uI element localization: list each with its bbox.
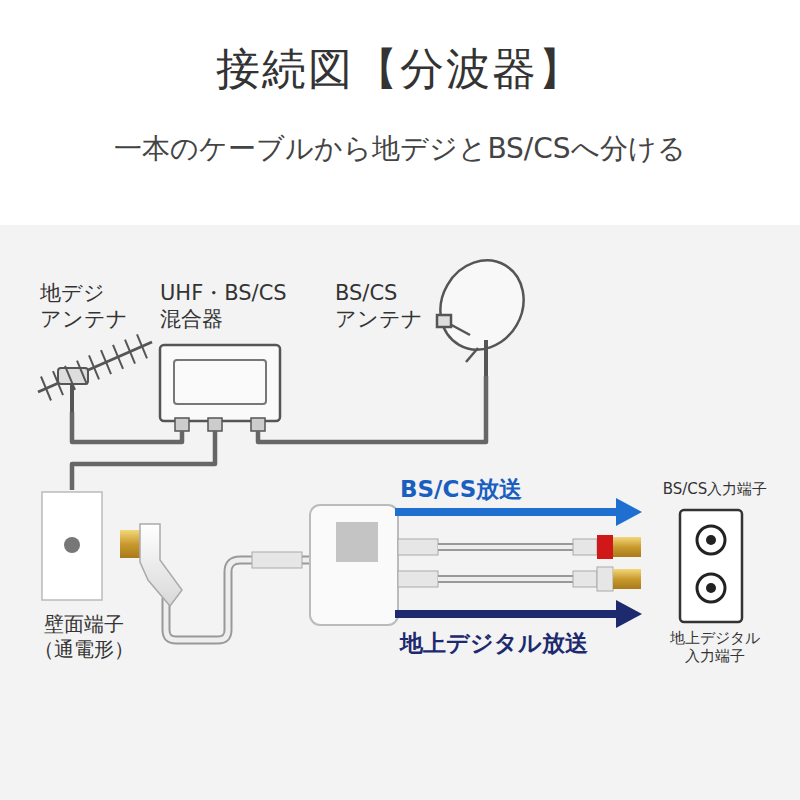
node-region: 壁面端子 （通電形）: [24, 490, 144, 662]
node-region: 地デジ アンテナ: [40, 280, 158, 412]
node-label: BS/CS アンテナ: [335, 280, 433, 333]
node-label: BS/CS入力端子: [663, 480, 768, 499]
ground: [0, 225, 800, 800]
terrestrial-antenna: [38, 334, 152, 412]
coax-wire: [258, 376, 486, 442]
signal-label: BS/CS放送: [400, 474, 640, 505]
wall-plate: [42, 492, 102, 600]
splitter: [310, 505, 641, 625]
title: 接続図【分波器】: [0, 40, 800, 99]
coax-wire: [72, 412, 182, 442]
signal-label: 地上デジタル放送: [400, 628, 640, 659]
node-label: UHF・BS/CS 混合器: [160, 280, 320, 333]
signal-arrow: [395, 498, 642, 628]
node-region: BS/CS アンテナ: [335, 280, 525, 376]
node-label: 地デジ アンテナ: [40, 280, 140, 333]
satellite-dish: [424, 245, 539, 376]
node-label: 壁面端子 （通電形）: [24, 612, 144, 662]
tv-input-panel: [680, 510, 742, 622]
coax-cable: [120, 524, 312, 640]
coax-wire: [72, 431, 215, 490]
node-region: BS/CS入力端子地上デジタル 入力端子: [640, 480, 790, 666]
node-label: 地上デジタル 入力端子: [640, 629, 790, 667]
mixer-box: [160, 345, 280, 431]
subtitle: 一本のケーブルから地デジとBS/CSへ分ける: [0, 130, 800, 168]
node-region: UHF・BS/CS 混合器: [160, 280, 320, 431]
